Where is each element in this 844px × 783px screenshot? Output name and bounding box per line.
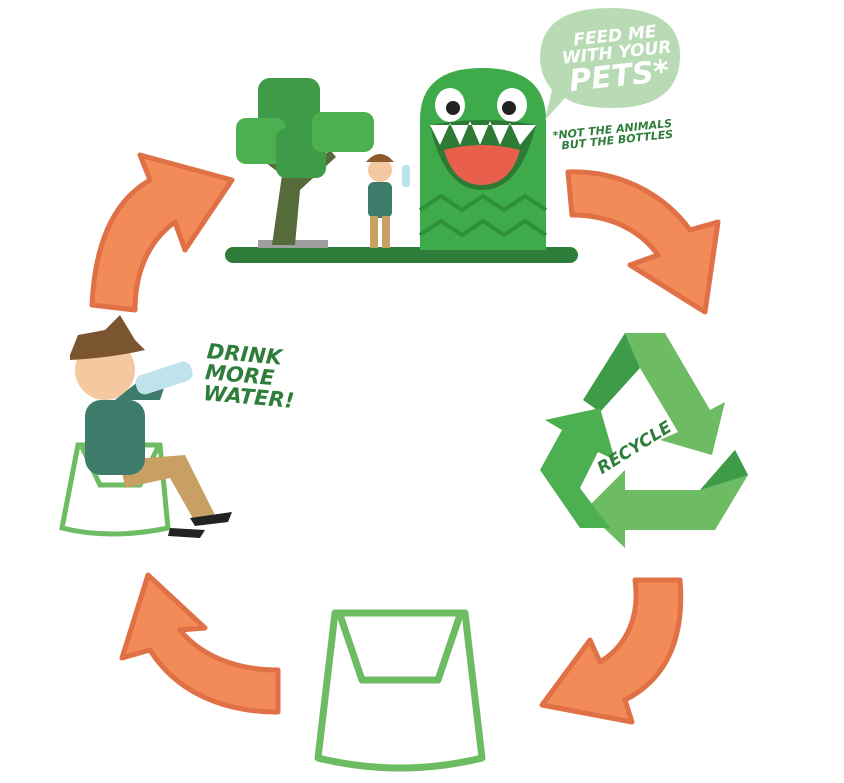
water-bottle-icon [135, 361, 193, 395]
recycle-icon [540, 333, 748, 548]
drink-more-water-text: DRINK MORE WATER! [202, 339, 297, 413]
boy-holding-bottle [366, 154, 410, 248]
cycle-arrow-top-right [565, 169, 721, 315]
man-drinking-water [59, 315, 232, 538]
bottle-icon [402, 165, 410, 187]
cycle-arrow-top-left [89, 152, 235, 313]
tree [236, 78, 374, 245]
ground [225, 247, 578, 263]
cup-icon [314, 609, 486, 772]
cycle-arrow-bottom-right [539, 577, 684, 725]
speech-bubble-text: FEED ME WITH YOUR PETS* [557, 22, 678, 99]
top-scene [225, 8, 680, 263]
monster [418, 68, 548, 250]
chair [59, 442, 171, 537]
speech-bubble [540, 8, 680, 120]
cycle-arrow-bottom-left [119, 572, 281, 715]
